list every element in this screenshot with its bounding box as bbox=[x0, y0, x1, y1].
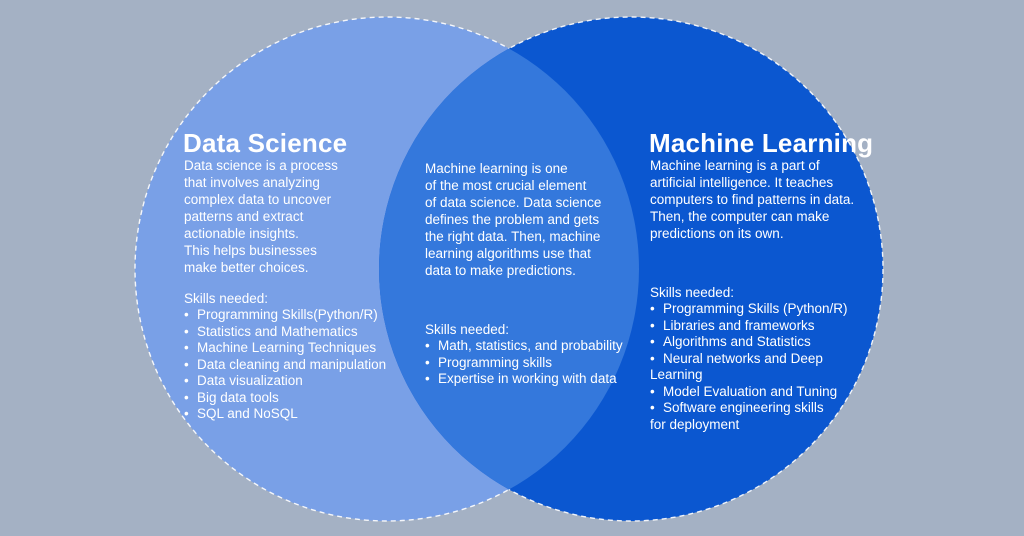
skill-item-label: Software engineering skills for deployme… bbox=[650, 400, 824, 432]
bullet-icon: • bbox=[425, 371, 430, 386]
skill-item-label: Algorithms and Statistics bbox=[663, 334, 811, 349]
bullet-icon: • bbox=[184, 340, 189, 355]
bullet-icon: • bbox=[650, 350, 655, 366]
skill-item-label: Expertise in working with data bbox=[438, 371, 617, 386]
skill-item-label: Neural networks and Deep Learning bbox=[650, 350, 823, 383]
skill-item-label: Data cleaning and manipulation bbox=[197, 356, 387, 372]
skill-item: • Math, statistics, and probability bbox=[425, 338, 657, 355]
left-circle-description: Data science is a process that involves … bbox=[184, 158, 338, 275]
overlap-region-shape bbox=[379, 17, 639, 521]
skill-item: • Programming Skills(Python/R) bbox=[184, 307, 436, 324]
left-circle-dashed-border bbox=[134, 16, 640, 522]
skill-item: • Model Evaluation and Tuning bbox=[650, 384, 910, 401]
skill-item-label: Machine Learning Techniques bbox=[197, 340, 377, 355]
skill-item: • Big data tools bbox=[184, 390, 436, 407]
overlap-description: Machine learning is one of the most cruc… bbox=[425, 161, 602, 278]
right-circle-description: Machine learning is a part of artificial… bbox=[650, 158, 855, 241]
left-circle-title: Data Science bbox=[183, 128, 348, 158]
left-skills-list: • Programming Skills(Python/R) • Statistics… bbox=[184, 307, 436, 423]
bullet-icon: • bbox=[650, 301, 655, 316]
bullet-icon: • bbox=[184, 406, 189, 421]
skill-item-label: Model Evaluation and Tuning bbox=[663, 383, 838, 399]
skill-item: • Data cleaning and manipulation bbox=[184, 357, 436, 374]
bullet-icon: • bbox=[650, 317, 655, 333]
right-circle-title: Machine Learning bbox=[649, 128, 874, 158]
bullet-icon: • bbox=[184, 323, 189, 339]
skill-item-label: Programming Skills(Python/R) bbox=[197, 307, 378, 322]
skill-item: • SQL and NoSQL bbox=[184, 406, 436, 423]
skill-item: • Machine Learning Techniques bbox=[184, 340, 436, 357]
skill-item-label: Programming Skills (Python/R) bbox=[663, 301, 848, 316]
bullet-icon: • bbox=[650, 334, 655, 349]
bullet-icon: • bbox=[650, 400, 655, 415]
bullet-icon: • bbox=[184, 356, 189, 372]
bullet-icon: • bbox=[184, 373, 189, 388]
skill-item: • Libraries and frameworks bbox=[650, 318, 910, 335]
right-skills-header: Skills needed: bbox=[650, 285, 735, 300]
skill-item: • Algorithms and Statistics bbox=[650, 334, 910, 351]
skill-item: • Programming skills bbox=[425, 355, 657, 372]
bullet-icon: • bbox=[184, 307, 189, 322]
skill-item-label: Data visualization bbox=[197, 373, 303, 388]
skill-item: • Programming Skills (Python/R) bbox=[650, 301, 910, 318]
right-circle-dashed-border bbox=[378, 16, 884, 522]
bullet-icon: • bbox=[425, 354, 430, 370]
right-skills-list: • Programming Skills (Python/R) • Libraries… bbox=[650, 301, 910, 433]
skill-item-label: Libraries and frameworks bbox=[663, 317, 815, 333]
skill-item: •Software engineering skills for deploym… bbox=[650, 400, 910, 433]
overlap-skills-header: Skills needed: bbox=[425, 322, 510, 337]
bullet-icon: • bbox=[184, 389, 189, 405]
skill-item-label: Statistics and Mathematics bbox=[197, 323, 358, 339]
skill-item-label: SQL and NoSQL bbox=[197, 406, 298, 421]
bullet-icon: • bbox=[425, 338, 430, 353]
skill-item: • Expertise in working with data bbox=[425, 371, 657, 388]
skill-item-label: Big data tools bbox=[197, 389, 279, 405]
skill-item: • Data visualization bbox=[184, 373, 436, 390]
skill-item-label: Math, statistics, and probability bbox=[438, 338, 623, 353]
skill-item: • Statistics and Mathematics bbox=[184, 324, 436, 341]
skill-item-label: Programming skills bbox=[438, 354, 553, 370]
left-skills-header: Skills needed: bbox=[184, 291, 269, 306]
bullet-icon: • bbox=[650, 383, 655, 399]
overlap-skills-list: • Math, statistics, and probability • Progr… bbox=[425, 338, 657, 388]
skill-item: •Neural networks and Deep Learning bbox=[650, 351, 910, 384]
